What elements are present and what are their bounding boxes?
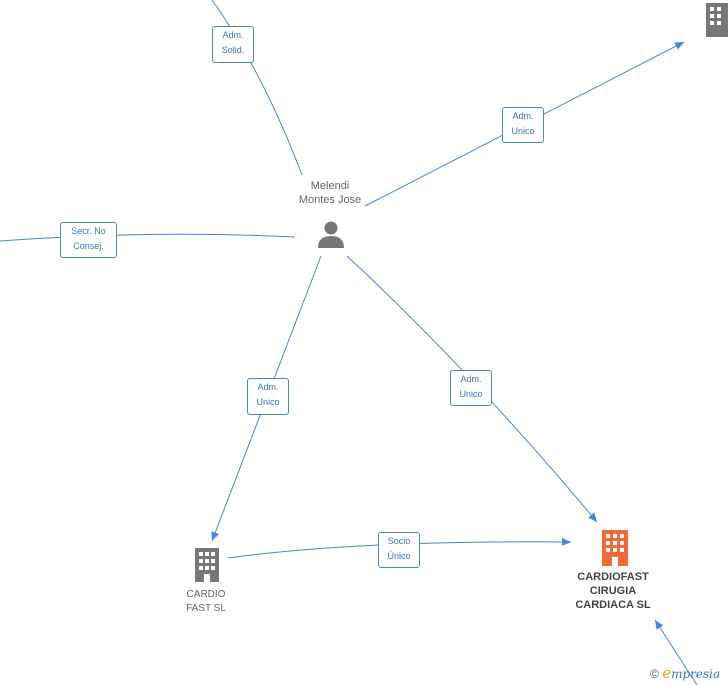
edge-incoming-bottom xyxy=(654,619,698,685)
company-node-label-cardio-fast[interactable]: CARDIO FAST SL xyxy=(186,589,226,614)
copyright-symbol: © xyxy=(650,667,659,681)
edge-label-adm-unico-cardiofast[interactable]: Adm. Unico xyxy=(450,370,492,406)
person-node-label[interactable]: Melendi Montes Jose xyxy=(298,180,362,206)
brand-logo-text: mpresia xyxy=(671,667,721,681)
building-icon[interactable] xyxy=(599,530,631,566)
edge-label-socio-unico[interactable]: Socio Único xyxy=(378,532,420,568)
edge-label-adm-solid[interactable]: Adm. Solid. xyxy=(212,26,254,63)
edge-label-adm-unico-topright[interactable]: Adm. Unico xyxy=(502,107,544,143)
brand-logo-initial: e xyxy=(662,664,672,682)
edge-adm-solid xyxy=(211,0,303,176)
building-icon[interactable] xyxy=(706,3,728,37)
company-node-label-cardiofast[interactable]: CARDIOFAST CIRUGIA CARDIACA SL xyxy=(575,571,651,611)
edge-label-adm-unico-cardio[interactable]: Adm. Unico xyxy=(247,378,289,415)
footer-copyright: © empresia xyxy=(650,664,720,682)
edge-secr-no-consej xyxy=(0,233,296,242)
person-icon[interactable] xyxy=(316,219,346,249)
edge-label-secr-no-consej[interactable]: Secr. No Consej. xyxy=(60,222,117,258)
building-icon[interactable] xyxy=(193,548,221,582)
